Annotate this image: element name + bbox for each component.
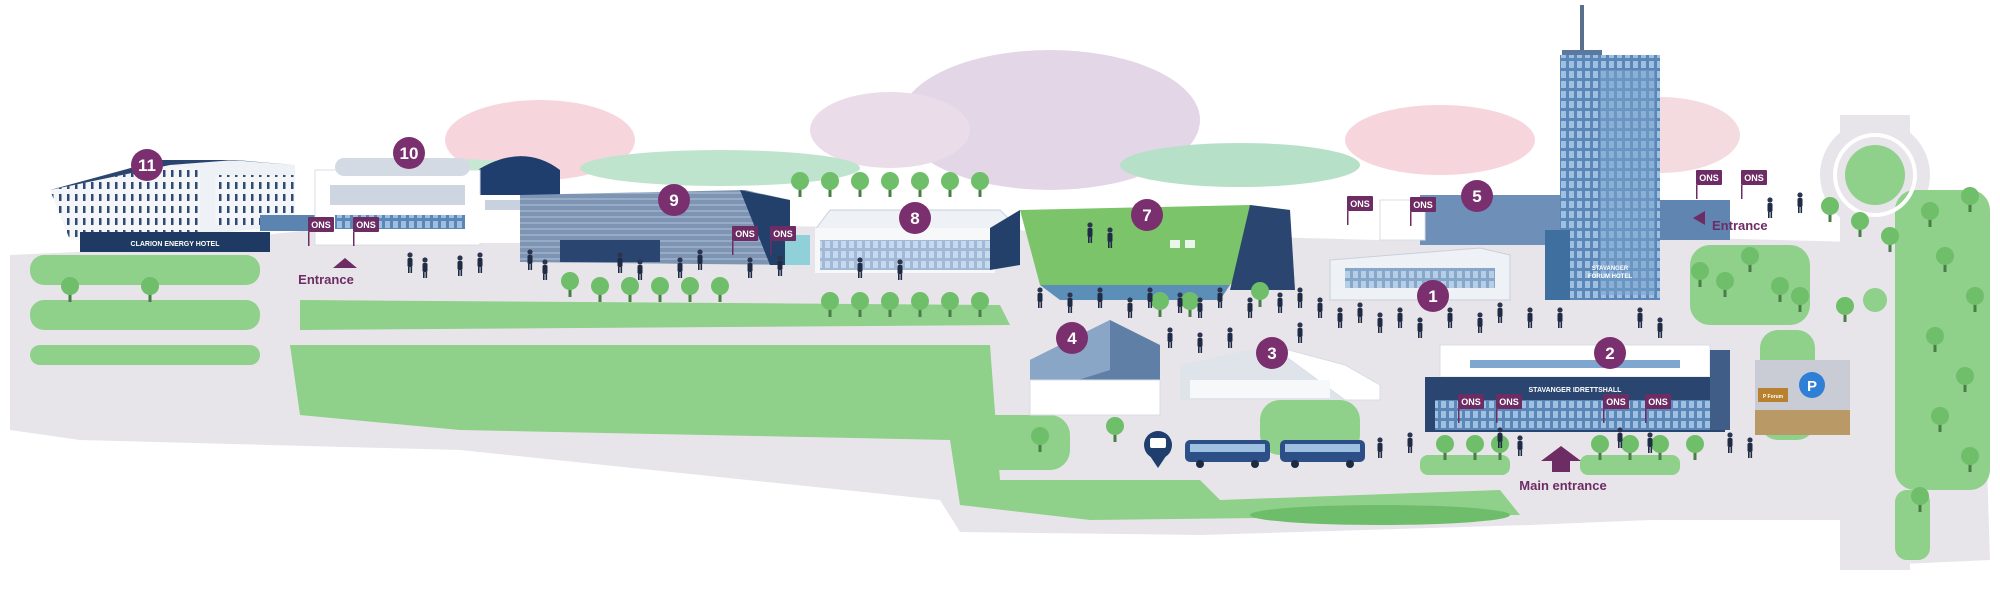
people-crowd (407, 192, 1803, 458)
parking-icon[interactable]: P (1799, 372, 1825, 398)
marker-7-number: 7 (1142, 206, 1151, 225)
buses (1185, 440, 1365, 468)
marker-2[interactable]: 2 (1594, 337, 1626, 369)
forum-hotel-sign-line2: FORUM HOTEL (1588, 274, 1632, 280)
svg-text:ONS: ONS (735, 229, 755, 239)
bus-stop-icon[interactable] (1144, 431, 1172, 468)
ons-flag: ONS (1458, 394, 1484, 423)
ons-flag: ONS (1696, 170, 1722, 199)
main-entrance[interactable]: Main entrance (1519, 446, 1607, 493)
roundabout (1833, 133, 1917, 312)
svg-text:ONS: ONS (1461, 397, 1481, 407)
marker-8[interactable]: 8 (899, 202, 931, 234)
marker-5-number: 5 (1472, 187, 1481, 206)
trees (61, 172, 1984, 512)
marker-4[interactable]: 4 (1056, 322, 1088, 354)
ons-flag: ONS (308, 217, 334, 246)
clarion-energy-hotel-building: CLARION ENERGY HOTEL (50, 160, 330, 252)
main-entrance-label: Main entrance (1519, 478, 1606, 493)
parking-area[interactable]: P P Forum (1755, 360, 1850, 435)
svg-text:P: P (1807, 378, 1817, 395)
ons-flag: ONS (1347, 196, 1373, 225)
marker-4-number: 4 (1067, 329, 1077, 348)
svg-text:ONS: ONS (1606, 397, 1626, 407)
idrettshall-sign: STAVANGER IDRETTSHALL (1529, 387, 1623, 394)
building-5 (1379, 195, 1730, 245)
building-4 (1029, 320, 1161, 416)
entrance-east[interactable]: Entrance (1693, 211, 1768, 233)
marker-10[interactable]: 10 (393, 137, 425, 169)
svg-text:ONS: ONS (1413, 200, 1433, 210)
marker-1[interactable]: 1 (1417, 280, 1449, 312)
entrance-east-label: Entrance (1712, 218, 1768, 233)
svg-text:ONS: ONS (1648, 397, 1668, 407)
building-3 (1180, 344, 1381, 401)
ons-flag: ONS (1741, 170, 1767, 199)
svg-text:ONS: ONS (1744, 173, 1764, 183)
marker-5[interactable]: 5 (1461, 180, 1493, 212)
svg-text:ONS: ONS (311, 220, 331, 230)
marker-10-number: 10 (400, 144, 419, 163)
arrow-icon (333, 258, 357, 268)
ons-flag: ONS (1496, 394, 1522, 423)
marker-3-number: 3 (1267, 344, 1276, 363)
marker-9-number: 9 (669, 191, 678, 210)
arrow-icon (1693, 211, 1705, 225)
svg-text:ONS: ONS (1350, 199, 1370, 209)
building-1 (1329, 247, 1511, 301)
marker-8-number: 8 (910, 209, 919, 228)
marker-7[interactable]: 7 (1131, 199, 1163, 231)
marker-9[interactable]: 9 (658, 184, 690, 216)
ons-flag: ONS (1645, 394, 1671, 423)
marker-2-number: 2 (1605, 344, 1614, 363)
building-9 (520, 190, 810, 265)
stavanger-idrettshall-building: STAVANGER IDRETTSHALL (1425, 344, 1730, 432)
ons-flag: ONS (1410, 197, 1436, 226)
arrow-icon (1541, 446, 1581, 472)
svg-text:ONS: ONS (1699, 173, 1719, 183)
ons-flag: ONS (1603, 394, 1629, 423)
ons-flag: ONS (353, 217, 379, 246)
marker-1-number: 1 (1428, 287, 1437, 306)
forum-hotel-sign-line1: STAVANGER (1592, 266, 1629, 272)
ons-flags: ONS ONS ONS ONS ONS ONS ONS ONS ONS ONS ONS ONS (308, 170, 1767, 423)
entrance-west[interactable]: Entrance (298, 258, 357, 287)
parking-sign: P Forum (1763, 394, 1784, 400)
marker-3[interactable]: 3 (1256, 337, 1288, 369)
marker-11-number: 11 (138, 156, 156, 175)
ons-flag: ONS (732, 226, 758, 255)
stavanger-forum-hotel-tower: STAVANGER FORUM HOTEL (1545, 5, 1660, 300)
entrance-west-label: Entrance (298, 272, 354, 287)
ons-flag: ONS (770, 226, 796, 255)
numbered-markers: 1 2 3 4 5 7 8 9 10 11 (131, 137, 1626, 369)
clarion-hotel-sign: CLARION ENERGY HOTEL (131, 241, 221, 248)
marker-11[interactable]: 11 (131, 149, 163, 181)
svg-text:ONS: ONS (356, 220, 376, 230)
svg-text:ONS: ONS (773, 229, 793, 239)
svg-text:ONS: ONS (1499, 397, 1519, 407)
